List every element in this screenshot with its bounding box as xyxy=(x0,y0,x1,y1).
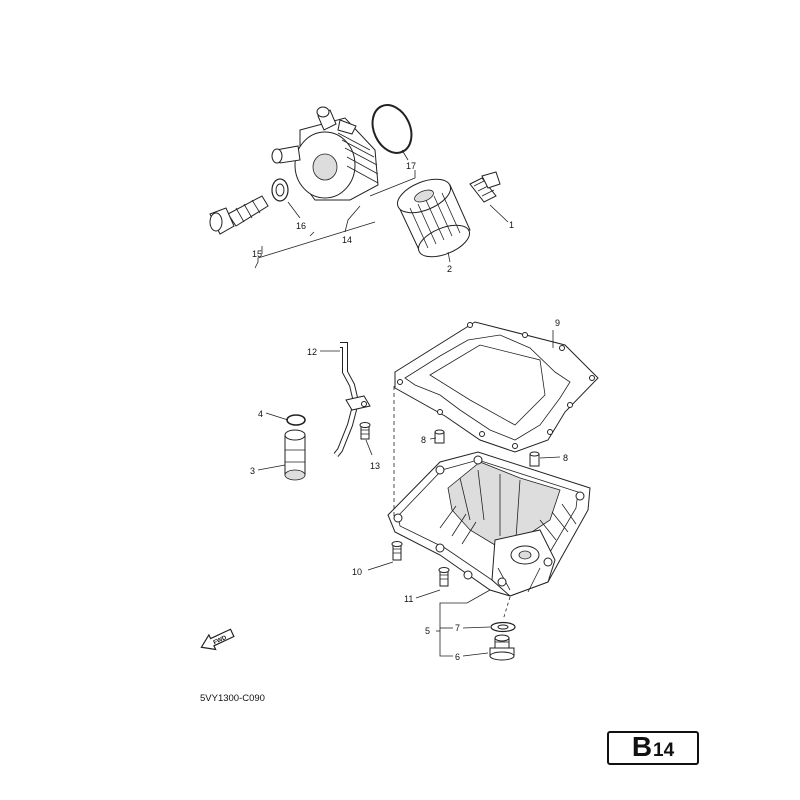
oil-cooler-part xyxy=(271,106,379,201)
callout-1: 1 xyxy=(509,220,514,230)
callout-8-lower: 8 xyxy=(563,453,568,463)
fwd-arrow-label: FWD xyxy=(213,635,229,646)
callout-7: 7 xyxy=(455,623,460,633)
page-badge-letter: B xyxy=(631,731,653,762)
pipe-part xyxy=(333,342,371,457)
callout-11: 11 xyxy=(404,594,413,604)
dowel-pin-part xyxy=(434,429,445,444)
oil-pan-gasket-part xyxy=(394,321,599,453)
bolt-13-part xyxy=(359,422,371,440)
callout-16: 16 xyxy=(296,221,306,231)
page-badge-number: 14 xyxy=(653,740,675,761)
page-badge: B 14 xyxy=(607,731,699,765)
o-ring-small-part xyxy=(286,414,306,426)
callout-13: 13 xyxy=(370,461,380,471)
callout-15: 15 xyxy=(252,249,262,259)
callout-10: 10 xyxy=(352,567,362,577)
oil-pan-part xyxy=(387,451,591,597)
callout-9: 9 xyxy=(555,318,560,328)
callout-3: 3 xyxy=(250,466,255,476)
callout-12: 12 xyxy=(307,347,317,357)
washer-part xyxy=(271,178,289,202)
fwd-arrow-icon: FWD xyxy=(200,628,235,651)
callout-17: 17 xyxy=(406,161,416,171)
callout-6: 6 xyxy=(455,652,460,662)
drain-gasket-part xyxy=(490,621,516,633)
oil-filter-part xyxy=(397,178,471,258)
callout-4: 4 xyxy=(258,409,263,419)
callout-5: 5 xyxy=(425,626,430,636)
drain-plug-part xyxy=(489,634,515,661)
drawing-code: 5VY1300-C090 xyxy=(200,693,265,704)
union-bolt-part xyxy=(209,195,269,235)
bolt-10-part xyxy=(391,541,403,561)
bolt-11-part xyxy=(438,567,450,587)
fitting-part xyxy=(469,171,501,203)
callout-2: 2 xyxy=(447,264,452,274)
callout-8-upper: 8 xyxy=(421,435,426,445)
callout-14: 14 xyxy=(342,235,352,245)
strainer-part xyxy=(284,429,306,481)
dowel-pin-part-2 xyxy=(529,451,540,467)
